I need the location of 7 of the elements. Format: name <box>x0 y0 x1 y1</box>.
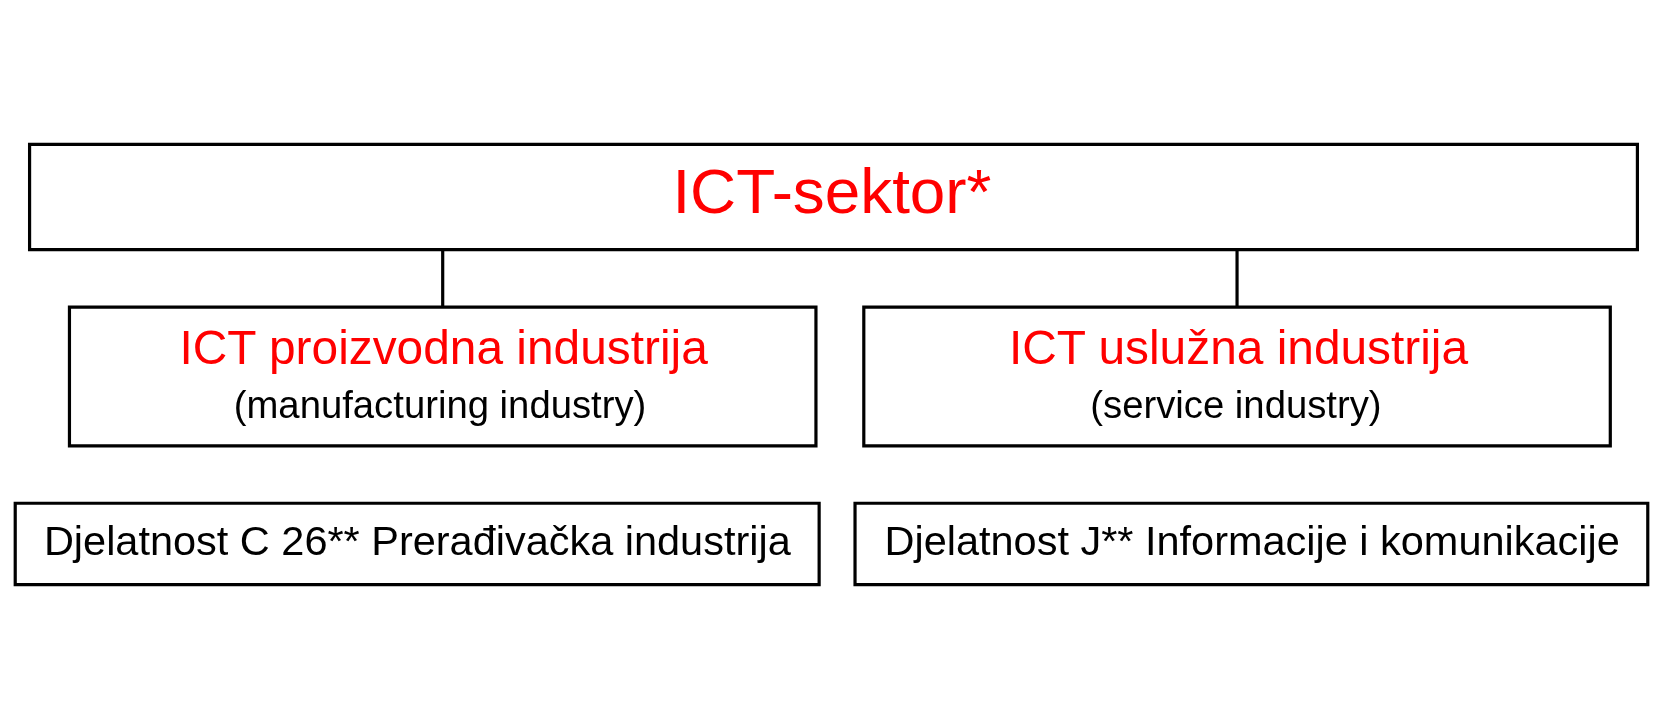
node-box: Djelatnost J** Informacije i komunikacije <box>853 501 1650 586</box>
node-box: Djelatnost C 26** Prerađivačka industrija <box>13 501 821 586</box>
node-box: ICT-sektor* <box>28 142 1639 251</box>
node-box: ICT proizvodna industrija (manufacturing industry) <box>67 305 818 447</box>
connector <box>441 249 445 307</box>
node-box: ICT uslužna industrija (service industry) <box>862 305 1612 447</box>
connector <box>1235 249 1239 307</box>
